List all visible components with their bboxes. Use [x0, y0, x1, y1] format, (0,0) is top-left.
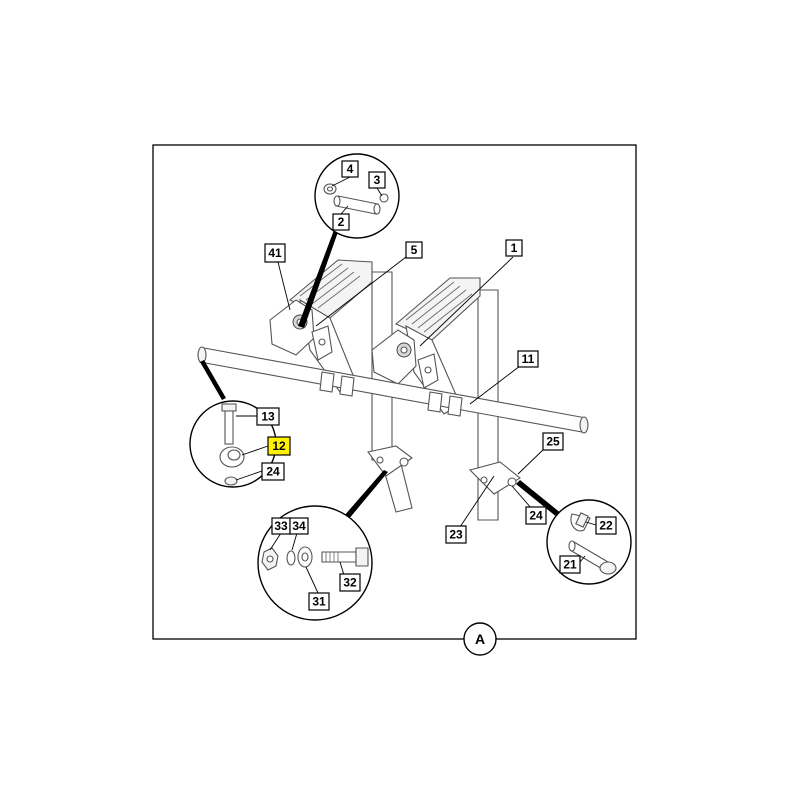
svg-text:12: 12	[272, 439, 286, 453]
svg-text:5: 5	[411, 243, 418, 257]
callout-31[interactable]: 31	[308, 592, 330, 611]
svg-text:24: 24	[266, 465, 280, 479]
lock-washer-part	[286, 550, 296, 566]
main-assembly	[197, 259, 589, 521]
svg-text:2: 2	[338, 215, 345, 229]
svg-text:41: 41	[268, 246, 282, 260]
svg-text:21: 21	[563, 558, 577, 572]
callout-4[interactable]: 4	[341, 160, 359, 178]
callout-11[interactable]: 11	[517, 350, 539, 368]
leader-lines	[235, 176, 597, 594]
shaft-end-left	[197, 346, 207, 364]
svg-text:4: 4	[347, 162, 354, 176]
svg-text:24: 24	[529, 509, 543, 523]
callout-32[interactable]: 32	[339, 573, 361, 592]
detail-pointer-right	[516, 480, 562, 518]
bolt-part	[321, 551, 357, 563]
callout-5[interactable]: 5	[405, 241, 423, 259]
diagram-frame	[152, 144, 637, 640]
detail-pointer-left	[200, 360, 226, 400]
svg-text:11: 11	[522, 352, 535, 366]
svg-text:32: 32	[343, 576, 357, 590]
svg-text:1: 1	[511, 241, 518, 255]
callout-22[interactable]: 22	[595, 516, 617, 535]
svg-text:13: 13	[261, 410, 275, 424]
callout-34[interactable]: 34	[289, 517, 309, 535]
shaft-end-right	[579, 416, 589, 434]
callout-33[interactable]: 33	[271, 517, 291, 535]
callout-25[interactable]: 25	[542, 432, 564, 451]
callout-3[interactable]: 3	[368, 171, 386, 189]
right-clamp-bracket	[468, 461, 521, 495]
svg-text:33: 33	[274, 519, 288, 533]
svg-text:31: 31	[312, 595, 326, 609]
detail-pointer-top	[298, 230, 338, 328]
callout-1[interactable]: 1	[505, 239, 523, 257]
detail-pointer-bottom	[344, 470, 388, 520]
callout-41[interactable]: 41	[264, 243, 286, 263]
callout-23[interactable]: 23	[445, 525, 467, 544]
callout-21[interactable]: 21	[559, 555, 581, 574]
callout-2[interactable]: 2	[332, 213, 350, 231]
svg-text:34: 34	[292, 519, 306, 533]
set-screw-part	[224, 407, 234, 445]
callout-24-left[interactable]: 24	[261, 462, 285, 481]
view-label: A	[463, 622, 497, 656]
svg-text:22: 22	[599, 519, 613, 533]
callout-13[interactable]: 13	[256, 407, 280, 426]
nut-part-left	[224, 476, 238, 486]
callout-24-right[interactable]: 24	[525, 506, 547, 525]
svg-text:25: 25	[546, 435, 560, 449]
svg-text:3: 3	[374, 173, 381, 187]
callout-12[interactable]: 12	[267, 436, 291, 456]
svg-text:23: 23	[449, 528, 463, 542]
left-clamp-bracket	[367, 445, 413, 477]
svg-text:A: A	[475, 631, 485, 647]
